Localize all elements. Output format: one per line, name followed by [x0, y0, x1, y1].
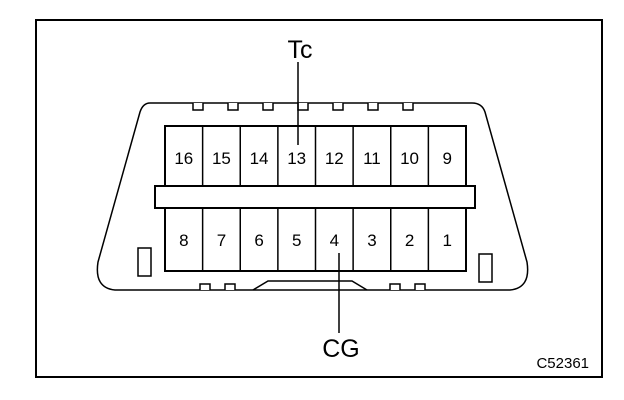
pin-label-9: 9 — [442, 149, 451, 168]
pin-label-15: 15 — [212, 149, 231, 168]
pin-label-3: 3 — [367, 231, 376, 250]
figure-reference: C52361 — [536, 355, 589, 372]
pin-label-11: 11 — [363, 149, 381, 168]
right-guide-slot — [478, 253, 493, 283]
bottom-notches — [199, 283, 426, 290]
pin-label-7: 7 — [217, 231, 226, 250]
cg-callout-label: CG — [322, 335, 360, 363]
connector-shell — [96, 102, 529, 291]
bottom-row-pins: 8 7 6 5 4 3 2 1 — [179, 231, 452, 250]
pin-label-12: 12 — [325, 149, 344, 168]
figure-frame — [35, 19, 603, 378]
left-guide-slot — [137, 247, 152, 277]
pin-label-5: 5 — [292, 231, 301, 250]
pin-label-10: 10 — [400, 149, 419, 168]
pin-label-1: 1 — [442, 231, 451, 250]
center-divider-bar — [154, 185, 476, 209]
pin-label-14: 14 — [250, 149, 269, 168]
pin-label-2: 2 — [405, 231, 414, 250]
pin-label-13: 13 — [287, 149, 306, 168]
top-notches — [192, 103, 414, 111]
pin-label-4: 4 — [330, 231, 339, 250]
pin-dividers — [201, 126, 430, 271]
pin-label-16: 16 — [174, 149, 193, 168]
tc-callout-label: Tc — [288, 36, 313, 64]
bottom-key — [252, 280, 368, 291]
top-row-pins: 16 15 14 13 12 11 10 9 — [174, 149, 452, 168]
pin-label-6: 6 — [254, 231, 263, 250]
pin-label-8: 8 — [179, 231, 188, 250]
